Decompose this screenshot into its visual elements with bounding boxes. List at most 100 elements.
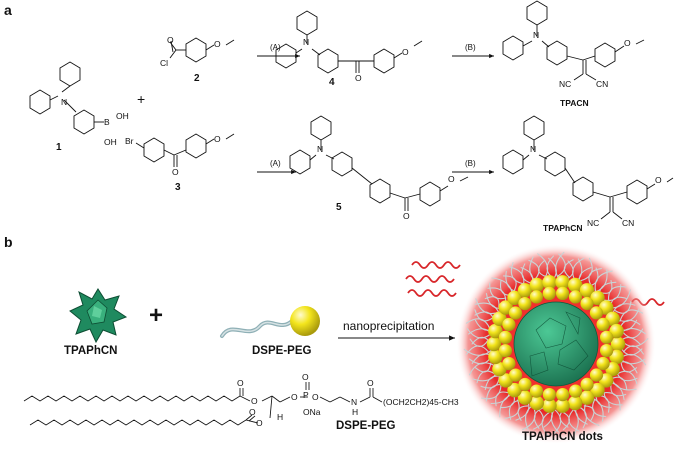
nanoprecipitation-label: nanoprecipitation xyxy=(343,319,435,333)
atom-cn-tpaphcn: CN xyxy=(622,218,635,228)
peg-fiber xyxy=(474,362,492,373)
atom-cn-tpacn: CN xyxy=(596,79,609,89)
lipid-head-sphere xyxy=(508,368,523,382)
atom-oh-1a: OH xyxy=(116,111,129,121)
atom-nc-tpaphcn: NC xyxy=(587,218,600,228)
peg-fiber xyxy=(521,263,533,284)
lipid-head-sphere xyxy=(542,398,557,413)
lipid-head-sphere xyxy=(486,336,502,352)
atom-o-2a: O xyxy=(167,35,174,45)
dspe-peg-label: DSPE-PEG xyxy=(252,345,312,357)
lipid-atom-o1: O xyxy=(237,378,244,388)
peg-fiber xyxy=(619,309,644,322)
peg-fiber xyxy=(481,383,502,400)
lipid-name-label: DSPE-PEG xyxy=(336,420,396,432)
scheme-plus: + xyxy=(137,91,146,107)
compound-number-4: 4 xyxy=(329,77,335,88)
peg-fiber xyxy=(588,268,602,287)
lipid-atom-n: N xyxy=(351,397,358,407)
assembly-plus: + xyxy=(149,302,164,329)
lipid-head-sphere xyxy=(600,344,614,358)
peg-fiber xyxy=(552,408,562,435)
lipid-head-sphere xyxy=(502,357,516,371)
compound-4-structure xyxy=(275,10,423,74)
lipid-head-sphere xyxy=(609,349,624,365)
lipid-atom-p: P xyxy=(303,390,309,400)
peg-fiber xyxy=(608,285,627,302)
lipid-head-sphere xyxy=(498,330,512,344)
lipid-atom-h2: H xyxy=(352,407,359,417)
atom-o-tpacn: O xyxy=(624,38,631,48)
lipid-head-sphere xyxy=(555,398,570,413)
lipid-atom-o8: O xyxy=(367,378,374,388)
condition-b-bottom: (B) xyxy=(465,159,476,168)
atom-o-3b: O xyxy=(214,134,221,144)
compound-1-structure xyxy=(29,61,104,135)
condition-b-top: (B) xyxy=(465,43,476,52)
atom-o-3a: O xyxy=(172,167,179,177)
lipid-atom-o5: O xyxy=(291,392,298,402)
peg-fiber xyxy=(537,260,547,278)
peg-fiber xyxy=(623,345,644,355)
lipid-atom-o2: O xyxy=(251,396,258,406)
lipid-head-sphere xyxy=(609,323,624,339)
reaction-arrows xyxy=(257,53,494,175)
lipid-head-sphere xyxy=(610,336,626,352)
compound-5-structure xyxy=(289,115,469,211)
compound-name-tpaphcn: TPAPhCN xyxy=(543,223,583,233)
lipid-head-sphere xyxy=(600,330,614,344)
atom-n-tpacn: N xyxy=(533,30,540,40)
atom-n-4: N xyxy=(303,37,310,47)
tpaphcn-dots-label: TPAPhCN dots xyxy=(522,431,603,443)
lipid-head-sphere xyxy=(542,388,557,402)
lipid-atom-o3: O xyxy=(249,407,256,417)
peg-fiber xyxy=(620,347,643,356)
lipid-head-sphere xyxy=(502,317,516,332)
atom-br-3: Br xyxy=(125,136,134,146)
lipid-head-sphere xyxy=(517,390,533,405)
lipid-head-sphere xyxy=(590,290,605,306)
lipid-head-sphere xyxy=(580,377,594,391)
lipid-atom-o7: O xyxy=(312,392,319,402)
lipid-head-sphere xyxy=(589,368,604,382)
peg-fiber xyxy=(533,409,544,430)
atom-o-5b: O xyxy=(448,174,455,184)
atom-o-2b: O xyxy=(214,39,221,49)
compound-3-structure xyxy=(135,133,235,167)
lipid-atom-h: H xyxy=(277,412,284,422)
atom-b-1: B xyxy=(104,117,110,127)
tpaphcn-molecule-icon xyxy=(69,288,128,344)
lipid-head-sphere xyxy=(596,317,610,331)
dspe-peg-icon xyxy=(220,306,320,338)
compound-number-5: 5 xyxy=(336,202,342,213)
lipid-head-sphere xyxy=(507,290,522,306)
atom-o-4a: O xyxy=(355,73,362,83)
atom-n-1: N xyxy=(61,97,68,107)
peg-fiber xyxy=(474,309,494,322)
lipid-head-sphere xyxy=(517,283,533,298)
lipid-head-sphere xyxy=(542,275,557,290)
peg-fiber xyxy=(561,411,570,431)
peg-fiber xyxy=(510,262,525,285)
panel-label-a: a xyxy=(4,2,12,18)
lipid-head-sphere xyxy=(488,323,503,339)
compound-number-3: 3 xyxy=(175,182,181,193)
lipid-head-sphere xyxy=(596,356,610,371)
compound-number-2: 2 xyxy=(194,73,200,84)
lipid-atom-o6: O xyxy=(302,372,309,382)
lipid-head-sphere xyxy=(498,344,512,358)
peg-fiber xyxy=(602,392,621,411)
peg-fiber xyxy=(469,338,489,348)
lipid-atom-o4: O xyxy=(256,418,263,428)
condition-a-bottom: (A) xyxy=(270,159,281,168)
lipid-head-sphere xyxy=(568,395,583,411)
lipid-head-sphere xyxy=(589,306,604,320)
atom-o-tpaphcn: O xyxy=(655,175,662,185)
peg-fiber xyxy=(489,282,507,300)
atom-cl-2: Cl xyxy=(160,58,169,68)
peg-fiber xyxy=(616,370,638,385)
emission-waves xyxy=(405,261,665,306)
lipid-head-sphere xyxy=(508,306,523,320)
